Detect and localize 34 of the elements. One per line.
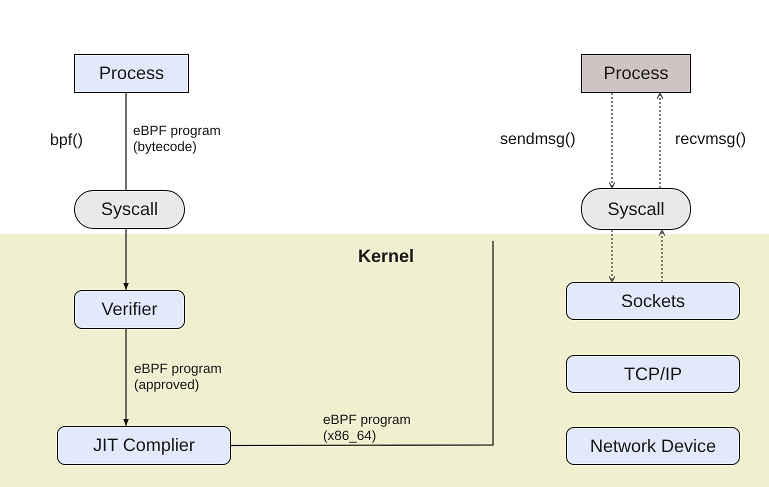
box-label: Process	[98, 63, 164, 84]
dotted-arrow	[658, 229, 666, 282]
box-label: Verifier	[101, 299, 158, 320]
arrow	[123, 229, 129, 290]
box-label: Syscall	[607, 198, 664, 220]
dotted-arrow	[608, 230, 616, 283]
box-label: Process	[603, 63, 669, 84]
edge-label: sendmsg()	[500, 130, 576, 150]
box-label: TCP/IP	[624, 364, 682, 384]
call-label: bpf()	[50, 131, 83, 150]
dotted-arrow	[656, 92, 664, 188]
box-label: Network Device	[590, 436, 716, 456]
arrow	[123, 329, 129, 426]
box-label: Sockets	[620, 290, 686, 312]
component-box	[57, 426, 231, 465]
connector-line	[231, 241, 494, 446]
connector-line	[125, 93, 127, 190]
component-box	[566, 427, 740, 465]
syscall-pill	[581, 188, 691, 230]
component-box	[74, 290, 185, 329]
component-box	[566, 355, 740, 393]
edge-label: eBPF program (x86_64)	[323, 412, 412, 444]
region-title: Kernel	[358, 246, 414, 267]
dotted-arrow	[608, 93, 616, 189]
edge-label: eBPF program (bytecode)	[133, 123, 222, 156]
component-box	[566, 282, 740, 320]
process-box	[74, 54, 189, 93]
process-box	[581, 54, 691, 93]
kernel-band	[0, 234, 769, 487]
syscall-pill	[74, 190, 185, 229]
edge-label: eBPF program (approved)	[134, 361, 223, 394]
box-label: JIT Complier	[93, 435, 195, 456]
edge-label: recvmsg()	[675, 130, 746, 150]
box-label: Syscall	[100, 199, 158, 220]
